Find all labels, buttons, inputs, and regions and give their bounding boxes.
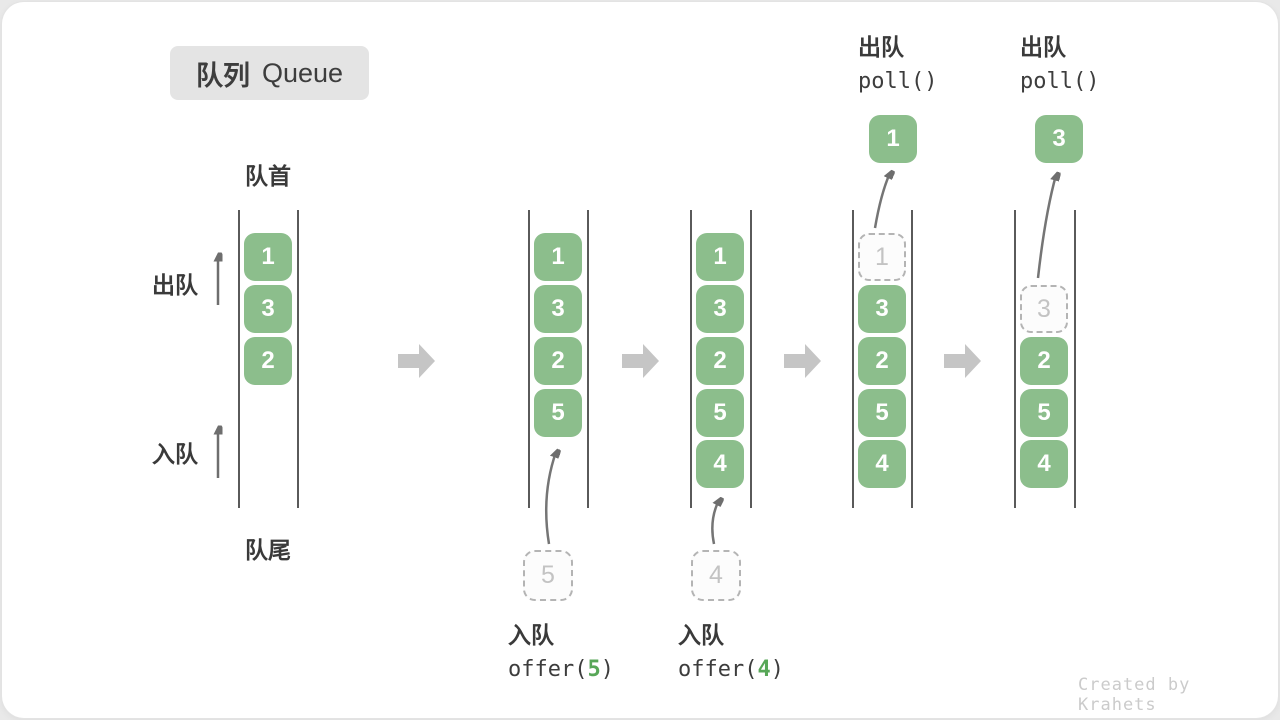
queue2-slot: 5 <box>534 389 582 437</box>
queue3-right-wall <box>750 210 752 508</box>
queue5-right-wall <box>1074 210 1076 508</box>
queue5-slot: 2 <box>1020 337 1068 385</box>
queue5-left-wall <box>1014 210 1016 508</box>
queue5-ghost-slot: 3 <box>1020 285 1068 333</box>
queue2-left-wall <box>528 210 530 508</box>
poll1-code-label: poll() <box>858 69 938 94</box>
poll2-zh-label: 出队 <box>1020 34 1066 60</box>
queue4-right-wall <box>911 210 913 508</box>
enqueue4-operation-label: 入队 offer(4) <box>678 616 784 682</box>
code-arg: 4 <box>757 657 771 682</box>
queue4-slot: 3 <box>858 285 906 333</box>
queue1-slot: 1 <box>244 233 292 281</box>
code-arg: 5 <box>587 657 601 682</box>
enqueue4-code-label: offer(4) <box>678 657 784 682</box>
queue1-slot: 2 <box>244 337 292 385</box>
queue4-slot: 5 <box>858 389 906 437</box>
code-text: offer( <box>678 657 758 682</box>
queue1-right-wall <box>297 210 299 508</box>
enqueue5-operation-label: 入队 offer(5) <box>508 616 614 682</box>
queue4-slot: 4 <box>858 440 906 488</box>
enqueue4-zh-label: 入队 <box>678 622 724 648</box>
queue5-slot: 4 <box>1020 440 1068 488</box>
queue4-left-wall <box>852 210 854 508</box>
queue3-slot: 1 <box>696 233 744 281</box>
queue3-pending-element: 4 <box>691 550 741 601</box>
poll2-operation-label: 出队 poll() <box>1020 28 1099 94</box>
poll1-result-element: 1 <box>869 115 917 163</box>
code-text: ) <box>770 657 784 682</box>
label-enqueue-direction: 入队 <box>152 441 198 467</box>
queue4-slot: 2 <box>858 337 906 385</box>
label-dequeue-direction: 出队 <box>152 272 198 298</box>
queue3-slot: 4 <box>696 440 744 488</box>
queue1-slot: 3 <box>244 285 292 333</box>
queue2-slot: 3 <box>534 285 582 333</box>
queue3-slot: 2 <box>696 337 744 385</box>
queue4-ghost-slot: 1 <box>858 233 906 281</box>
queue3-left-wall <box>690 210 692 508</box>
poll1-zh-label: 出队 <box>858 34 904 60</box>
watermark: Created by Krahets <box>1078 675 1191 715</box>
diagram-title: 队列 Queue <box>170 46 370 100</box>
queue1-left-wall <box>238 210 240 508</box>
queue3-slot: 3 <box>696 285 744 333</box>
queue3-slot: 5 <box>696 389 744 437</box>
poll1-operation-label: 出队 poll() <box>858 28 937 94</box>
title-zh: 队列 <box>196 60 250 91</box>
queue5-slot: 5 <box>1020 389 1068 437</box>
queue2-slot: 1 <box>534 233 582 281</box>
code-text: offer( <box>508 657 588 682</box>
queue2-right-wall <box>587 210 589 508</box>
label-queue-rear: 队尾 <box>245 537 291 563</box>
code-text: ) <box>600 657 614 682</box>
poll2-code-label: poll() <box>1020 69 1100 94</box>
poll2-result-element: 3 <box>1035 115 1083 163</box>
queue2-slot: 2 <box>534 337 582 385</box>
label-queue-front: 队首 <box>245 163 291 189</box>
enqueue5-code-label: offer(5) <box>508 657 614 682</box>
title-en: Queue <box>262 57 344 88</box>
enqueue5-zh-label: 入队 <box>508 622 554 648</box>
queue2-pending-element: 5 <box>523 550 573 601</box>
